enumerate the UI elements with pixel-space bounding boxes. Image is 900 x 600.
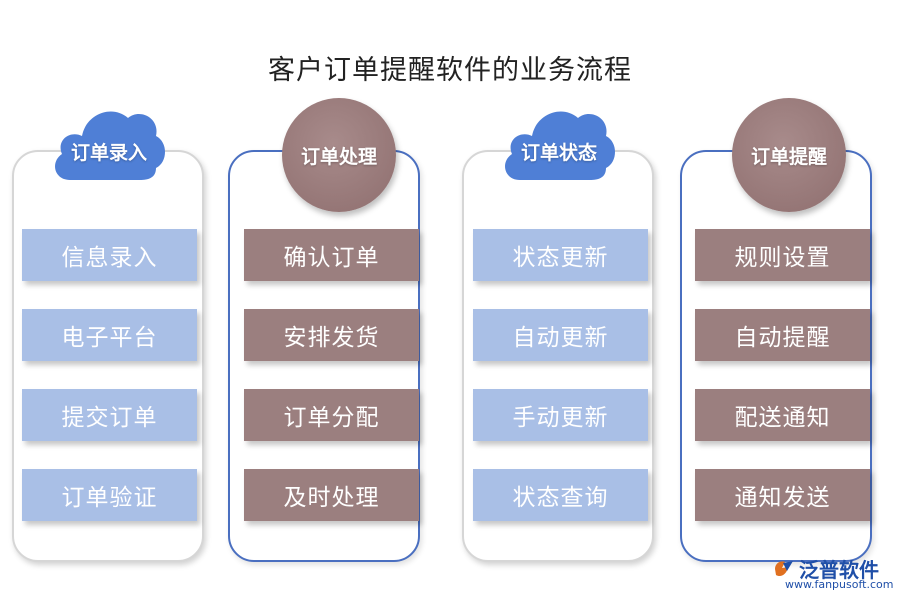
step-arrange-shipping: 安排发货: [244, 309, 419, 361]
logo-url: www.fanpusoft.com: [785, 578, 894, 591]
header-order-reminder: 订单提醒: [732, 98, 846, 212]
cloud-icon: [55, 111, 165, 180]
step-verify-order: 订单验证: [22, 469, 197, 521]
header-order-entry: 订单录入: [48, 100, 170, 186]
step-manual-update: 手动更新: [473, 389, 648, 441]
step-order-allocation: 订单分配: [244, 389, 419, 441]
logo-name: 泛普软件: [799, 558, 879, 582]
step-info-entry: 信息录入: [22, 229, 197, 281]
header-label: 订单提醒: [750, 145, 827, 168]
step-status-update: 状态更新: [473, 229, 648, 281]
step-rule-setting: 规则设置: [695, 229, 870, 281]
step-submit-order: 提交订单: [22, 389, 197, 441]
step-delivery-notice: 配送通知: [695, 389, 870, 441]
logo-icon: [775, 560, 793, 576]
header-label: 订单录入: [70, 141, 147, 164]
diagram-title: 客户订单提醒软件的业务流程: [268, 55, 632, 86]
step-status-query: 状态查询: [473, 469, 648, 521]
brand-logo: 泛普软件: [773, 554, 879, 583]
header-order-status: 订单状态: [498, 100, 620, 186]
step-timely-processing: 及时处理: [244, 469, 419, 521]
step-auto-update: 自动更新: [473, 309, 648, 361]
step-e-platform: 电子平台: [22, 309, 197, 361]
cloud-icon: [505, 111, 615, 180]
step-send-notification: 通知发送: [695, 469, 870, 521]
header-label: 订单处理: [300, 145, 377, 168]
header-label: 订单状态: [520, 141, 597, 164]
step-confirm-order: 确认订单: [244, 229, 419, 281]
header-order-processing: 订单处理: [282, 98, 396, 212]
step-auto-reminder: 自动提醒: [695, 309, 870, 361]
